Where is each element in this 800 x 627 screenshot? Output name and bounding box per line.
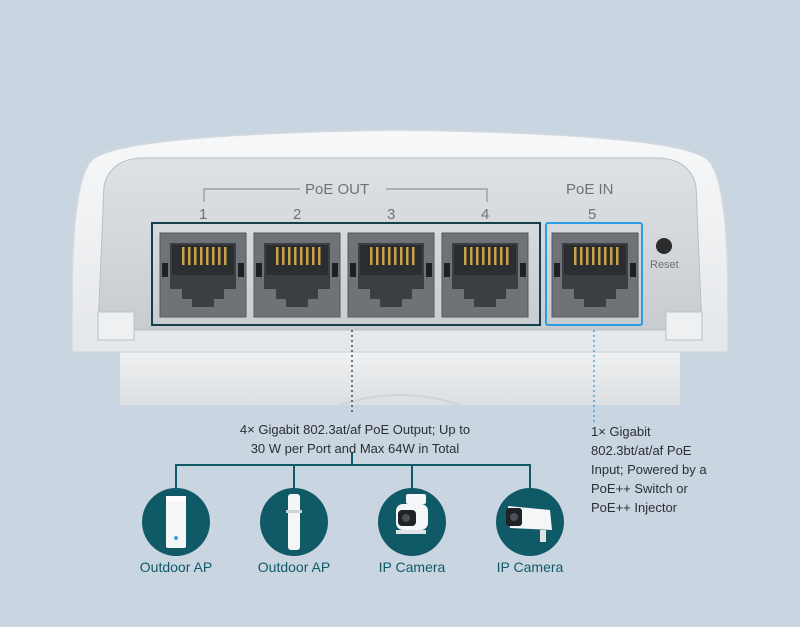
- port-number-2: 2: [293, 206, 302, 223]
- ethernet-port-5: [551, 232, 639, 318]
- device-label-1: Outdoor AP: [139, 559, 213, 575]
- ethernet-port-1: [159, 232, 247, 318]
- ethernet-port-3: [347, 232, 435, 318]
- poe-in-line-4: PoE++ Switch or: [591, 481, 688, 496]
- port-number-1: 1: [199, 206, 208, 223]
- poe-in-description: 1× Gigabit 802.3bt/at/af PoE Input; Powe…: [591, 422, 751, 517]
- device-label-3: IP Camera: [378, 559, 446, 575]
- port-number-5: 5: [588, 206, 597, 223]
- poe-out-line-1: 4× Gigabit 802.3at/af PoE Output; Up to: [239, 422, 471, 437]
- device-icon-3: [378, 488, 446, 556]
- device-tree-connector: [175, 464, 531, 488]
- device-icon-2: [260, 488, 328, 556]
- poe-in-highlight: [545, 222, 643, 326]
- port-number-4: 4: [481, 206, 490, 223]
- reset-button: [656, 238, 672, 254]
- poe-in-line-3: Input; Powered by a: [591, 462, 707, 477]
- poe-out-highlight: [151, 222, 541, 326]
- port-number-3: 3: [387, 206, 396, 223]
- ethernet-port-4: [441, 232, 529, 318]
- switch-base: [120, 345, 680, 405]
- poe-in-line-1: 1× Gigabit: [591, 424, 651, 439]
- reset-label: Reset: [650, 259, 679, 271]
- device-label-4: IP Camera: [496, 559, 564, 575]
- device-icon-4: [496, 488, 564, 556]
- poe-in-line-2: 802.3bt/at/af PoE: [591, 443, 692, 458]
- poe-out-label: PoE OUT: [305, 181, 370, 198]
- device-icon-1: [142, 488, 210, 556]
- poe-in-label: PoE IN: [566, 181, 614, 198]
- poe-out-description: 4× Gigabit 802.3at/af PoE Output; Up to …: [230, 420, 480, 458]
- poe-out-line-2: 30 W per Port and Max 64W in Total: [250, 441, 460, 456]
- poe-in-line-5: PoE++ Injector: [591, 500, 677, 515]
- poe-out-bracket: [203, 188, 488, 202]
- ethernet-port-2: [253, 232, 341, 318]
- device-label-2: Outdoor AP: [257, 559, 331, 575]
